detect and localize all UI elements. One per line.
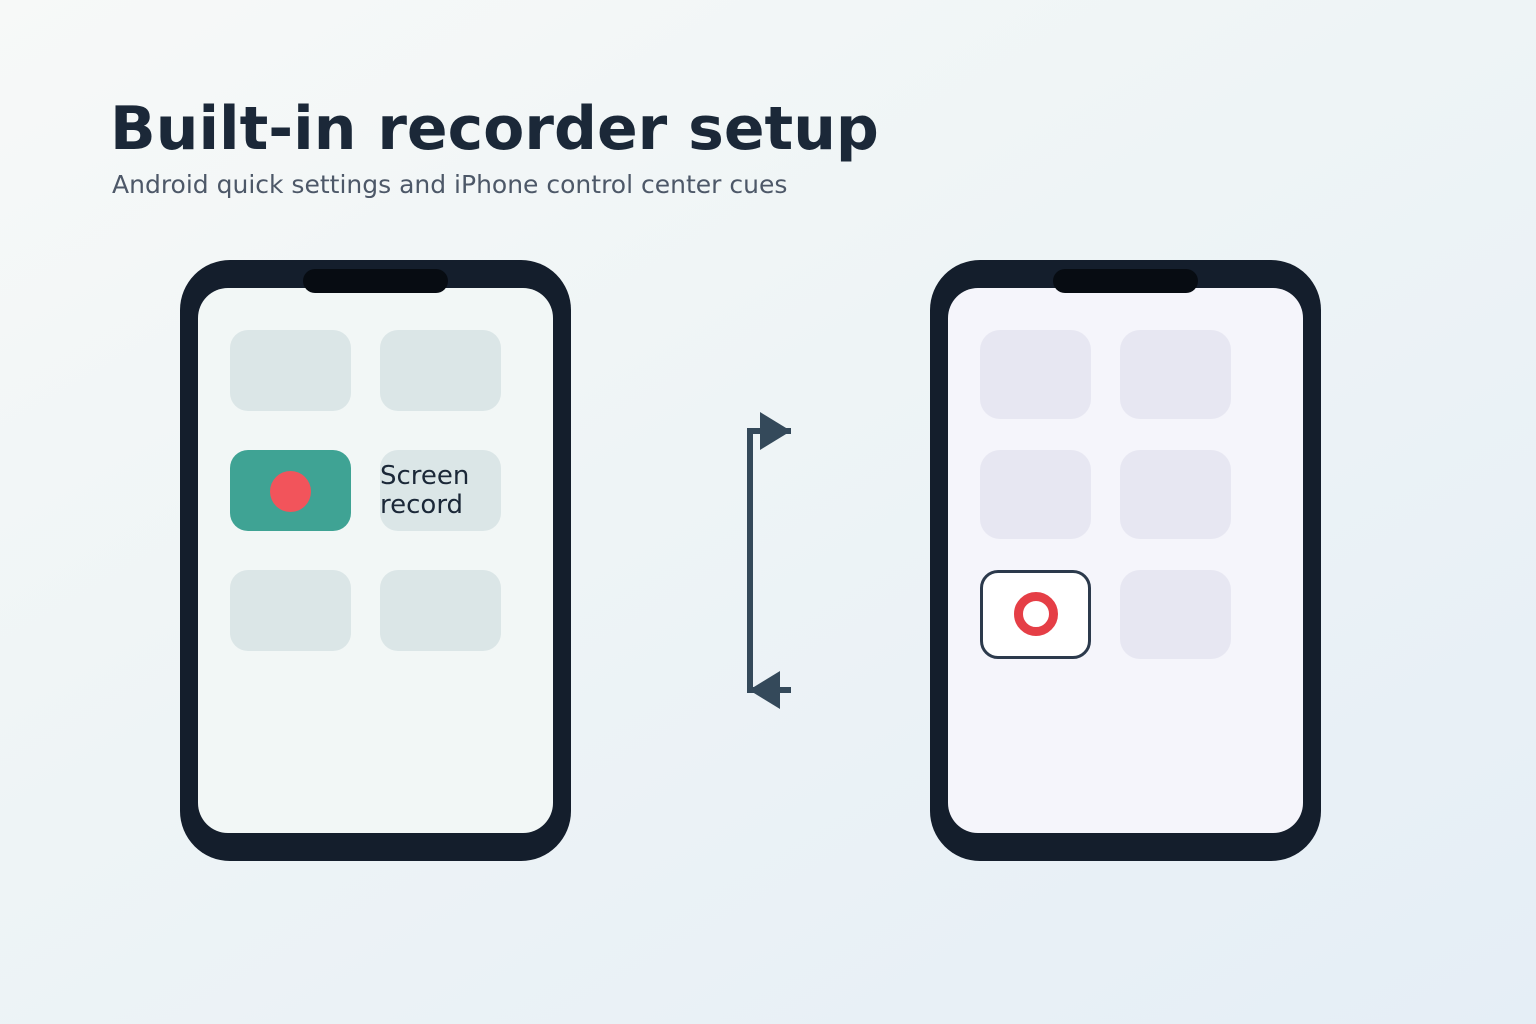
iphone-control-tile-4[interactable] (1120, 450, 1231, 539)
screen-record-label-line2: record (380, 490, 464, 520)
iphone-control-center-screen (948, 288, 1303, 833)
android-screen-record-tile[interactable] (230, 450, 351, 531)
iphone-control-tile-2[interactable] (1120, 330, 1231, 419)
iphone-control-tile-3[interactable] (980, 450, 1091, 539)
iphone-control-tile-6[interactable] (1120, 570, 1231, 659)
iphone-screen-recording-button[interactable] (980, 570, 1091, 659)
iphone (930, 260, 1321, 861)
screen-record-label-line1: Screen (380, 461, 470, 491)
android-notch (303, 269, 448, 293)
android-quick-tile-1[interactable] (230, 330, 351, 411)
iphone-control-tile-1[interactable] (980, 330, 1091, 419)
screen-record-label: Screen record (380, 462, 469, 520)
double-arrow-bracket-icon (747, 412, 791, 709)
page-title: Built-in recorder setup (110, 94, 879, 164)
arrow-right-icon (760, 412, 791, 450)
android-quick-tile-5[interactable] (230, 570, 351, 651)
page-subtitle: Android quick settings and iPhone contro… (112, 170, 788, 199)
android-phone: Screen record (180, 260, 571, 861)
iphone-notch (1053, 269, 1198, 293)
record-ring-icon (1014, 592, 1058, 636)
arrow-left-icon (749, 671, 780, 709)
record-dot-icon (270, 471, 311, 512)
android-quick-tile-2[interactable] (380, 330, 501, 411)
android-quick-tile-label-bg[interactable] (380, 450, 501, 531)
android-quick-settings-screen: Screen record (198, 288, 553, 833)
android-quick-tile-6[interactable] (380, 570, 501, 651)
